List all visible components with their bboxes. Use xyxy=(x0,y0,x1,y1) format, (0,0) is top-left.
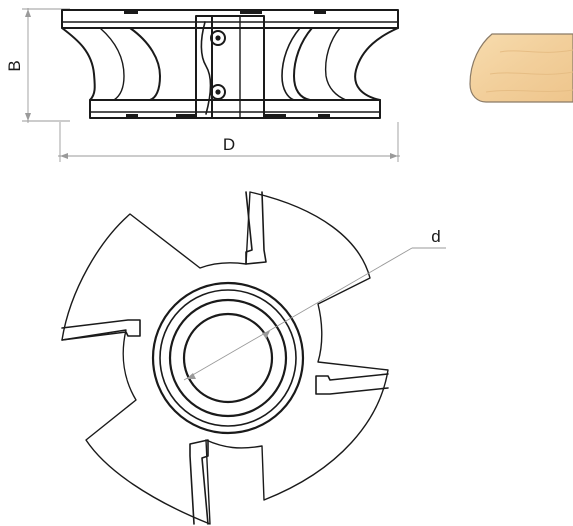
dimension-bore xyxy=(183,247,446,381)
label-bore: d xyxy=(431,227,440,246)
dimension-d xyxy=(58,122,400,162)
hub xyxy=(151,281,305,435)
cutter-outline xyxy=(61,191,389,525)
knife-slot-left xyxy=(61,319,141,341)
side-view: B D xyxy=(5,8,400,162)
knife-slot-bottom xyxy=(189,439,209,525)
clamp-screw-upper xyxy=(210,30,226,46)
dimension-b xyxy=(22,8,70,123)
knife-slot-top xyxy=(245,191,267,265)
label-d: D xyxy=(223,135,235,154)
top-view: d xyxy=(61,191,446,525)
knife-slot-right xyxy=(315,373,389,395)
cutter-side-body xyxy=(61,9,399,119)
clamp-screw-lower xyxy=(210,84,226,100)
label-b: B xyxy=(5,60,24,71)
wood-profile-sample xyxy=(469,33,573,103)
